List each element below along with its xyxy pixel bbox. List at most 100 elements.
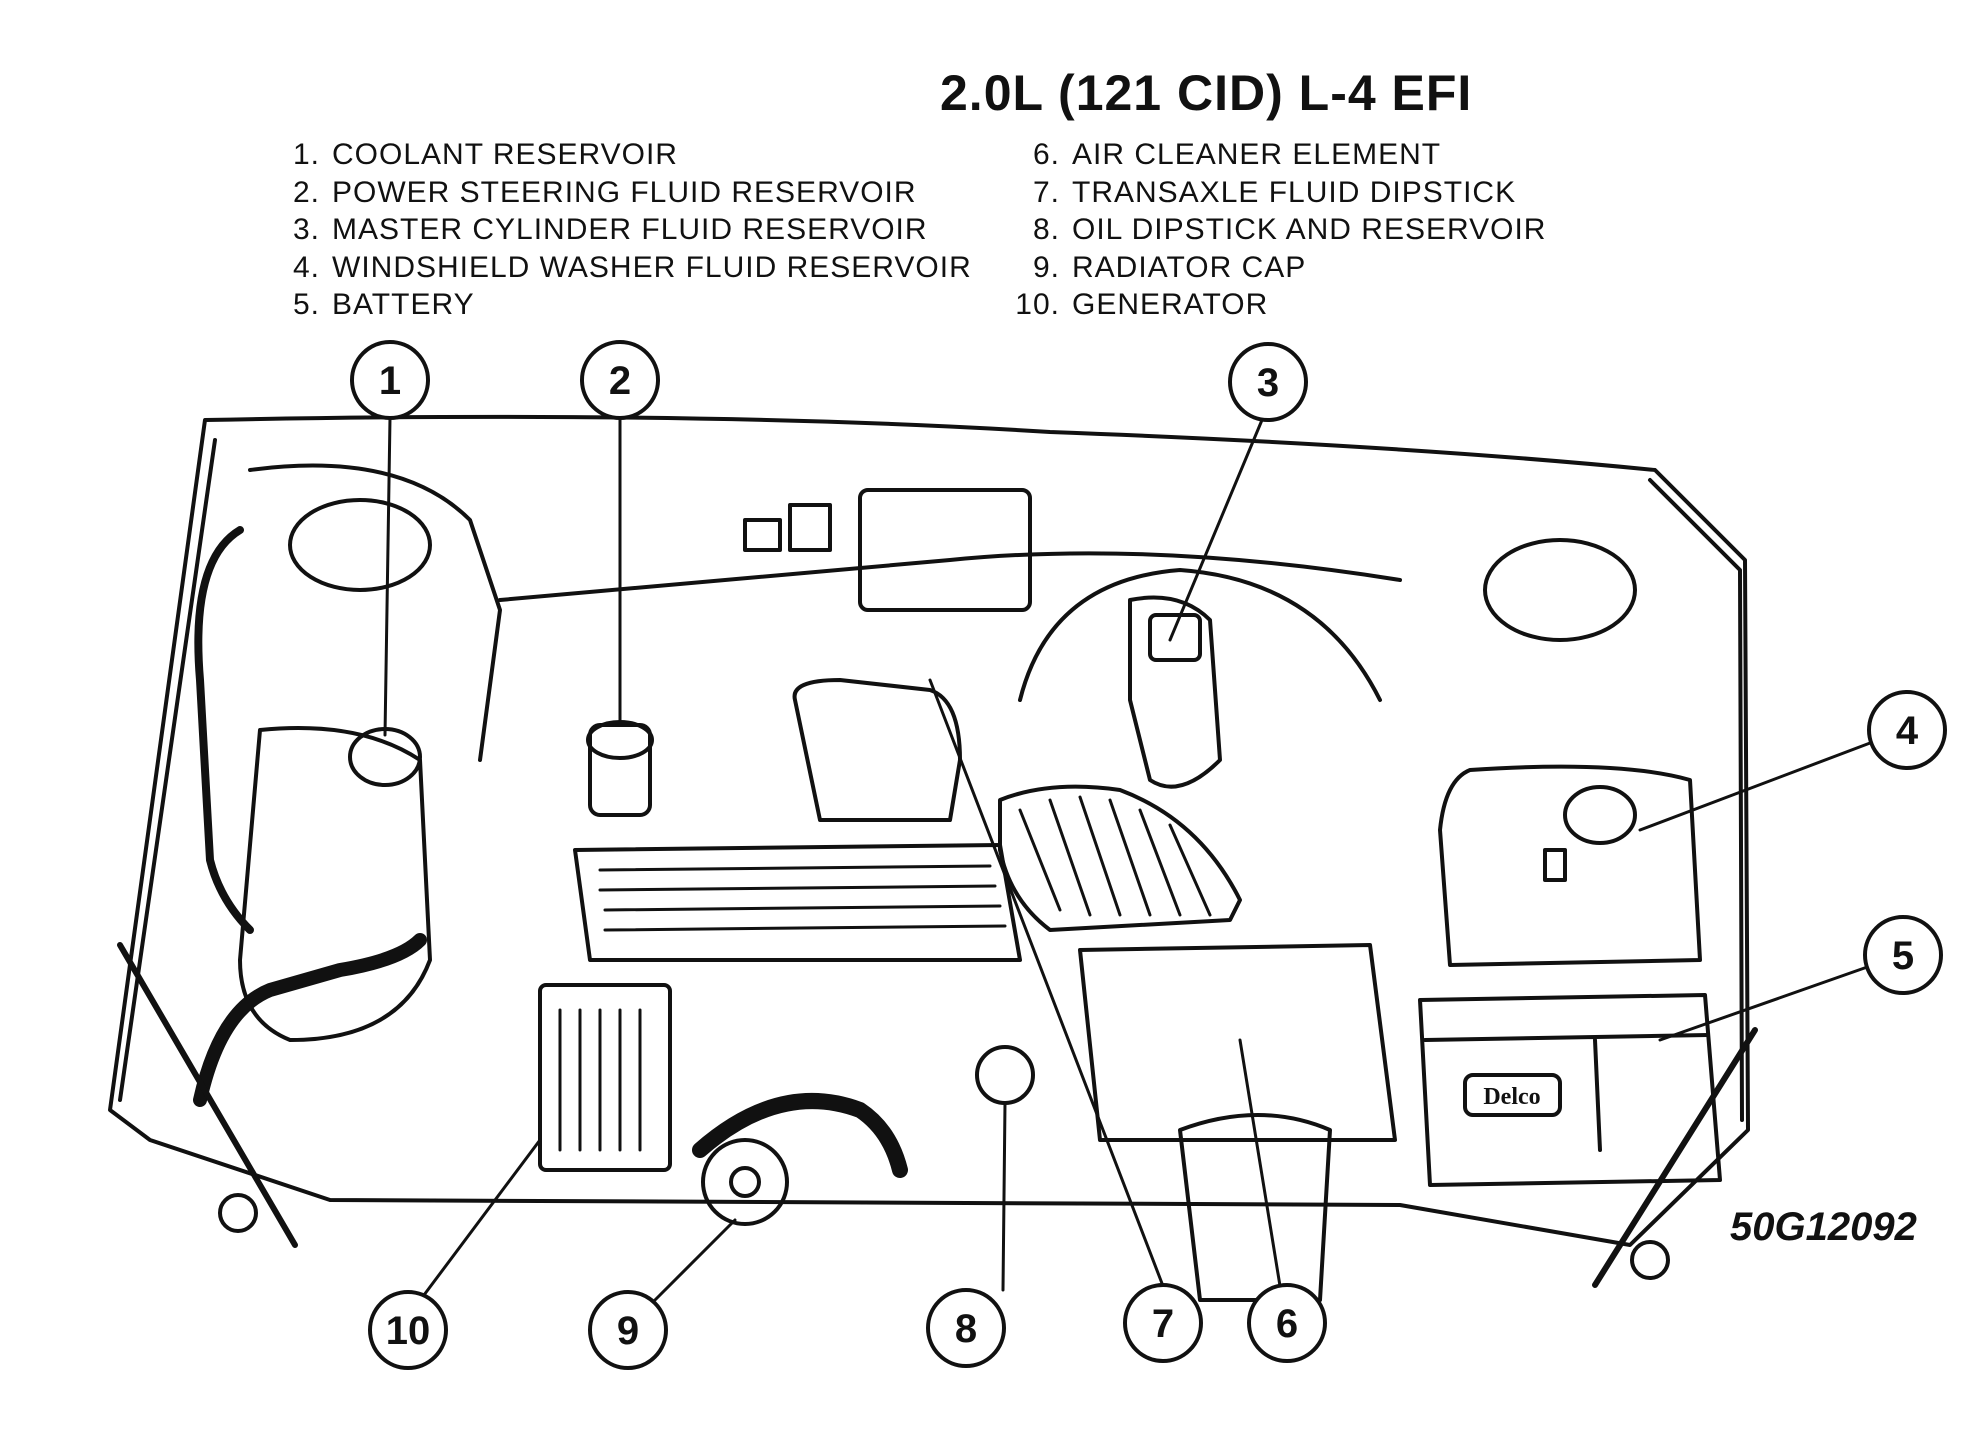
legend-right: 6. AIR CLEANER ELEMENT 7. TRANSAXLE FLUID … <box>1000 136 1546 324</box>
legend-item: 10. GENERATOR <box>1000 286 1546 324</box>
legend-label: GENERATOR <box>1072 288 1269 321</box>
corrugated-hose <box>692 1093 908 1178</box>
compartment-outline <box>108 414 1750 1247</box>
legend-left: 1. COOLANT RESERVOIR 2. POWER STEERING FLU… <box>278 136 972 324</box>
legend-label: AIR CLEANER ELEMENT <box>1072 138 1442 171</box>
left-strut-mount <box>288 498 432 592</box>
master-cylinder <box>1128 595 1222 789</box>
relay <box>788 503 832 552</box>
callout-8: 8 <box>926 1288 1006 1368</box>
radiator-hose <box>193 933 427 1107</box>
leader-line-1 <box>383 416 392 737</box>
valve-cover-ribs <box>598 864 1007 932</box>
leader-line-5 <box>1658 963 1875 1042</box>
oil-dipstick-cap <box>975 1045 1035 1105</box>
legend-number: 3. <box>292 213 320 246</box>
callout-number: 8 <box>955 1307 977 1351</box>
leader-line-6 <box>1238 1038 1282 1288</box>
callout-number: 5 <box>1892 934 1914 978</box>
air-cleaner-snorkel <box>1178 1113 1332 1302</box>
fender-right <box>1648 478 1744 1122</box>
hood-strut-left-end <box>218 1193 258 1233</box>
washer-reservoir-cap <box>1563 785 1637 845</box>
callout-number: 3 <box>1257 361 1279 405</box>
generator-fins <box>558 1008 642 1152</box>
radiator-cap <box>701 1138 789 1226</box>
legend-label: WINDSHIELD WASHER FLUID RESERVOIR <box>332 250 972 284</box>
leader-lines <box>383 416 1880 1302</box>
coolant-reservoir <box>238 726 432 1042</box>
air-intake-duct <box>792 678 962 822</box>
callout-number: 1 <box>379 359 401 403</box>
leader-line-4 <box>1638 738 1880 832</box>
hood-strut-right <box>1592 1027 1758 1288</box>
callout-7: 7 <box>1123 1283 1203 1363</box>
callout-10: 10 <box>368 1290 448 1370</box>
callout-number: 6 <box>1276 1302 1298 1346</box>
callout-number: 7 <box>1152 1302 1174 1346</box>
leader-line-9 <box>653 1218 737 1302</box>
callout-3: 3 <box>1228 342 1308 422</box>
hood-strut-left <box>117 942 298 1248</box>
legend-item: 2. POWER STEERING FLUID RESERVOIR <box>278 174 972 212</box>
battery <box>1418 993 1722 1187</box>
air-cleaner-duct <box>998 784 1242 932</box>
legend-label: MASTER CYLINDER FLUID RESERVOIR <box>332 213 928 246</box>
legend-item: 5.BATTERY <box>278 286 972 324</box>
callout-2: 2 <box>580 340 660 420</box>
washer-pump <box>1543 848 1567 882</box>
callout-number: 10 <box>386 1309 431 1353</box>
callout-4: 4 <box>1867 690 1947 770</box>
callout-6: 6 <box>1247 1283 1327 1363</box>
legend-number: 9. <box>1032 250 1060 284</box>
firewall-line <box>498 551 1402 602</box>
legend-item: 9. RADIATOR CAP <box>1000 249 1546 287</box>
legend-number: 1. <box>292 138 320 171</box>
callout-number: 9 <box>617 1309 639 1353</box>
battery-brand-label: Delco <box>1483 1084 1540 1110</box>
legend-label: COOLANT RESERVOIR <box>332 138 678 171</box>
legend-number: 4. <box>292 250 320 284</box>
legend-number: 2. <box>292 175 320 209</box>
master-cylinder-cap <box>1148 613 1202 662</box>
relay-box <box>858 488 1032 612</box>
generator <box>538 983 672 1172</box>
right-strut-mount <box>1483 538 1637 642</box>
legend-number: 5. <box>292 288 320 321</box>
legend-number: 8. <box>1032 213 1060 246</box>
fender-left <box>118 438 217 1102</box>
relay <box>743 518 782 552</box>
legend-number: 7. <box>1032 175 1060 209</box>
leader-line-8 <box>1001 1101 1007 1292</box>
hood-strut-right-end <box>1630 1240 1670 1280</box>
leader-line-10 <box>422 1138 542 1297</box>
coolant-reservoir-cap <box>348 727 422 787</box>
radiator-cap-center <box>729 1166 761 1198</box>
callout-number: 2 <box>609 359 631 403</box>
hose-left <box>194 526 254 934</box>
legend-item: 8.OIL DIPSTICK AND RESERVOIR <box>1000 211 1546 249</box>
leader-line-7 <box>928 678 1165 1288</box>
callout-5: 5 <box>1863 915 1943 995</box>
callouts: 1 2 3 4 5 6 7 8 9 10 <box>350 340 1947 1370</box>
power-steering-cap <box>586 720 654 760</box>
legend-number: 10. <box>1015 288 1060 321</box>
legend-number: 6. <box>1032 138 1060 171</box>
power-steering-reservoir <box>588 723 652 817</box>
legend-label: POWER STEERING FLUID RESERVOIR <box>332 175 917 209</box>
battery-top-divider <box>1423 1033 1710 1152</box>
legend-item: 7. TRANSAXLE FLUID DIPSTICK <box>1000 174 1546 212</box>
battery-label-plate <box>1463 1073 1562 1117</box>
brake-booster <box>1018 568 1382 702</box>
callout-9: 9 <box>588 1290 668 1370</box>
legend-item: 1. COOLANT RESERVOIR <box>278 136 972 174</box>
callout-1: 1 <box>350 340 430 420</box>
leader-line-3 <box>1168 418 1264 642</box>
legend-item: 3. MASTER CYLINDER FLUID RESERVOIR <box>278 211 972 249</box>
washer-reservoir <box>1438 764 1702 967</box>
diagram-title: 2.0L (121 CID) L-4 EFI <box>940 65 1473 121</box>
air-cleaner-housing <box>1078 943 1397 1142</box>
legend-label: RADIATOR CAP <box>1072 250 1307 284</box>
left-strut-tower <box>248 463 502 762</box>
legend-label: TRANSAXLE FLUID DIPSTICK <box>1072 175 1517 209</box>
